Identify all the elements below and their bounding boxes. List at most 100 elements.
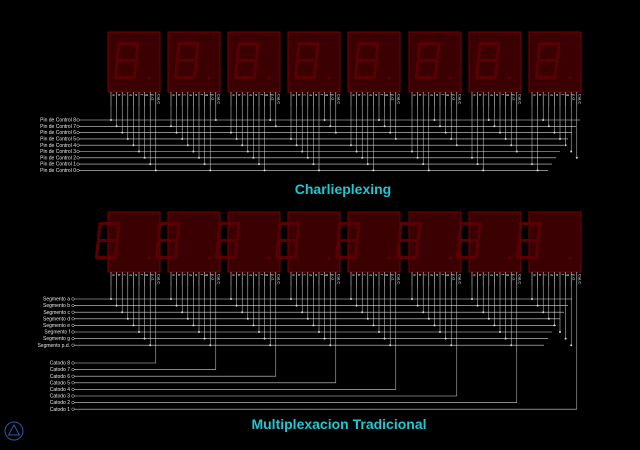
junction: [295, 144, 298, 147]
junction: [126, 317, 129, 320]
pin-label: Cat.C: [336, 274, 341, 284]
display-segment: [417, 59, 438, 62]
pin-label: b: [418, 94, 423, 97]
display-segment: [233, 241, 239, 258]
pin-label: Cat.C: [396, 94, 401, 104]
pin-label: c: [544, 274, 549, 276]
junction: [510, 344, 513, 347]
pin-label: p.d.: [391, 274, 396, 281]
junction: [471, 156, 473, 159]
terminal: [71, 361, 75, 365]
junction: [235, 304, 238, 307]
junction: [110, 298, 112, 300]
display-segment: [217, 239, 238, 242]
display-segment: [353, 61, 359, 78]
junction: [192, 324, 195, 327]
pin-label: g: [506, 94, 511, 96]
pin-label: e: [555, 94, 560, 97]
junction: [121, 131, 124, 134]
display-segment: [479, 42, 500, 45]
terminal: [71, 401, 75, 405]
junction: [427, 169, 430, 172]
junction: [531, 298, 533, 300]
display-segment: [456, 256, 478, 259]
pin-label: g: [145, 274, 150, 276]
junction: [493, 125, 496, 128]
terminal: [71, 381, 75, 385]
pin-label: f: [501, 274, 506, 276]
display-segment: [397, 223, 403, 240]
junction: [290, 298, 292, 300]
junction: [269, 344, 272, 347]
display-segment: [94, 241, 100, 258]
display-segment: [157, 239, 178, 242]
display-segment: [534, 61, 540, 78]
junction: [355, 150, 358, 153]
junction: [444, 131, 447, 134]
pin-label: b: [478, 274, 483, 277]
terminal: [71, 317, 75, 321]
display-segment: [419, 42, 440, 45]
decimal-point: [267, 256, 271, 260]
terminal: [71, 374, 75, 378]
segment-label: Segmento b: [43, 303, 70, 309]
pin-label: b: [297, 274, 302, 277]
junction: [439, 331, 441, 333]
junction: [433, 119, 436, 121]
junction: [334, 131, 337, 134]
junction: [318, 331, 320, 333]
pin-label: a: [473, 94, 478, 97]
multiplexing-title: Multiplexacion Tradicional: [251, 416, 426, 432]
pin-label: a: [352, 274, 357, 277]
junction: [455, 144, 458, 147]
junction: [422, 311, 425, 314]
pin-label: c: [424, 274, 429, 276]
display-segment: [553, 61, 559, 78]
display-segment: [156, 223, 162, 240]
display-segment: [97, 239, 118, 242]
junction: [355, 304, 358, 307]
display-segment: [216, 223, 222, 240]
pin-label: Cat.C: [276, 274, 281, 284]
display-segment: [116, 59, 137, 62]
junction: [143, 156, 146, 159]
pin-label: e: [254, 94, 259, 97]
junction: [274, 125, 277, 128]
display-segment: [535, 76, 557, 79]
junction: [366, 317, 369, 320]
pin-label: d: [489, 94, 494, 96]
junction: [230, 131, 232, 134]
junction: [487, 119, 490, 121]
junction: [132, 144, 135, 147]
pin-label: p.d.: [512, 274, 517, 281]
pin-label: d: [248, 94, 253, 96]
display-segment: [178, 42, 199, 45]
pin-label: a: [352, 94, 357, 97]
display-segment: [435, 43, 441, 60]
display-segment: [238, 42, 259, 45]
display-segment: [314, 43, 320, 60]
pin-label: a: [172, 94, 177, 97]
junction: [301, 311, 304, 314]
display-segment: [354, 76, 376, 79]
display-segment: [295, 223, 301, 240]
display-segment: [274, 241, 280, 258]
pin-label: b: [237, 274, 242, 277]
pin-label: g: [385, 94, 390, 96]
display-segment: [414, 241, 420, 258]
control-pin-label: Pin de Control 1: [40, 162, 76, 168]
junction: [149, 163, 152, 166]
segment-label: Segmento a: [43, 297, 70, 303]
pin-label: Cat.C: [577, 94, 582, 104]
display-segment: [173, 61, 179, 78]
display-segment: [539, 42, 560, 45]
pin-label: c: [183, 274, 188, 276]
